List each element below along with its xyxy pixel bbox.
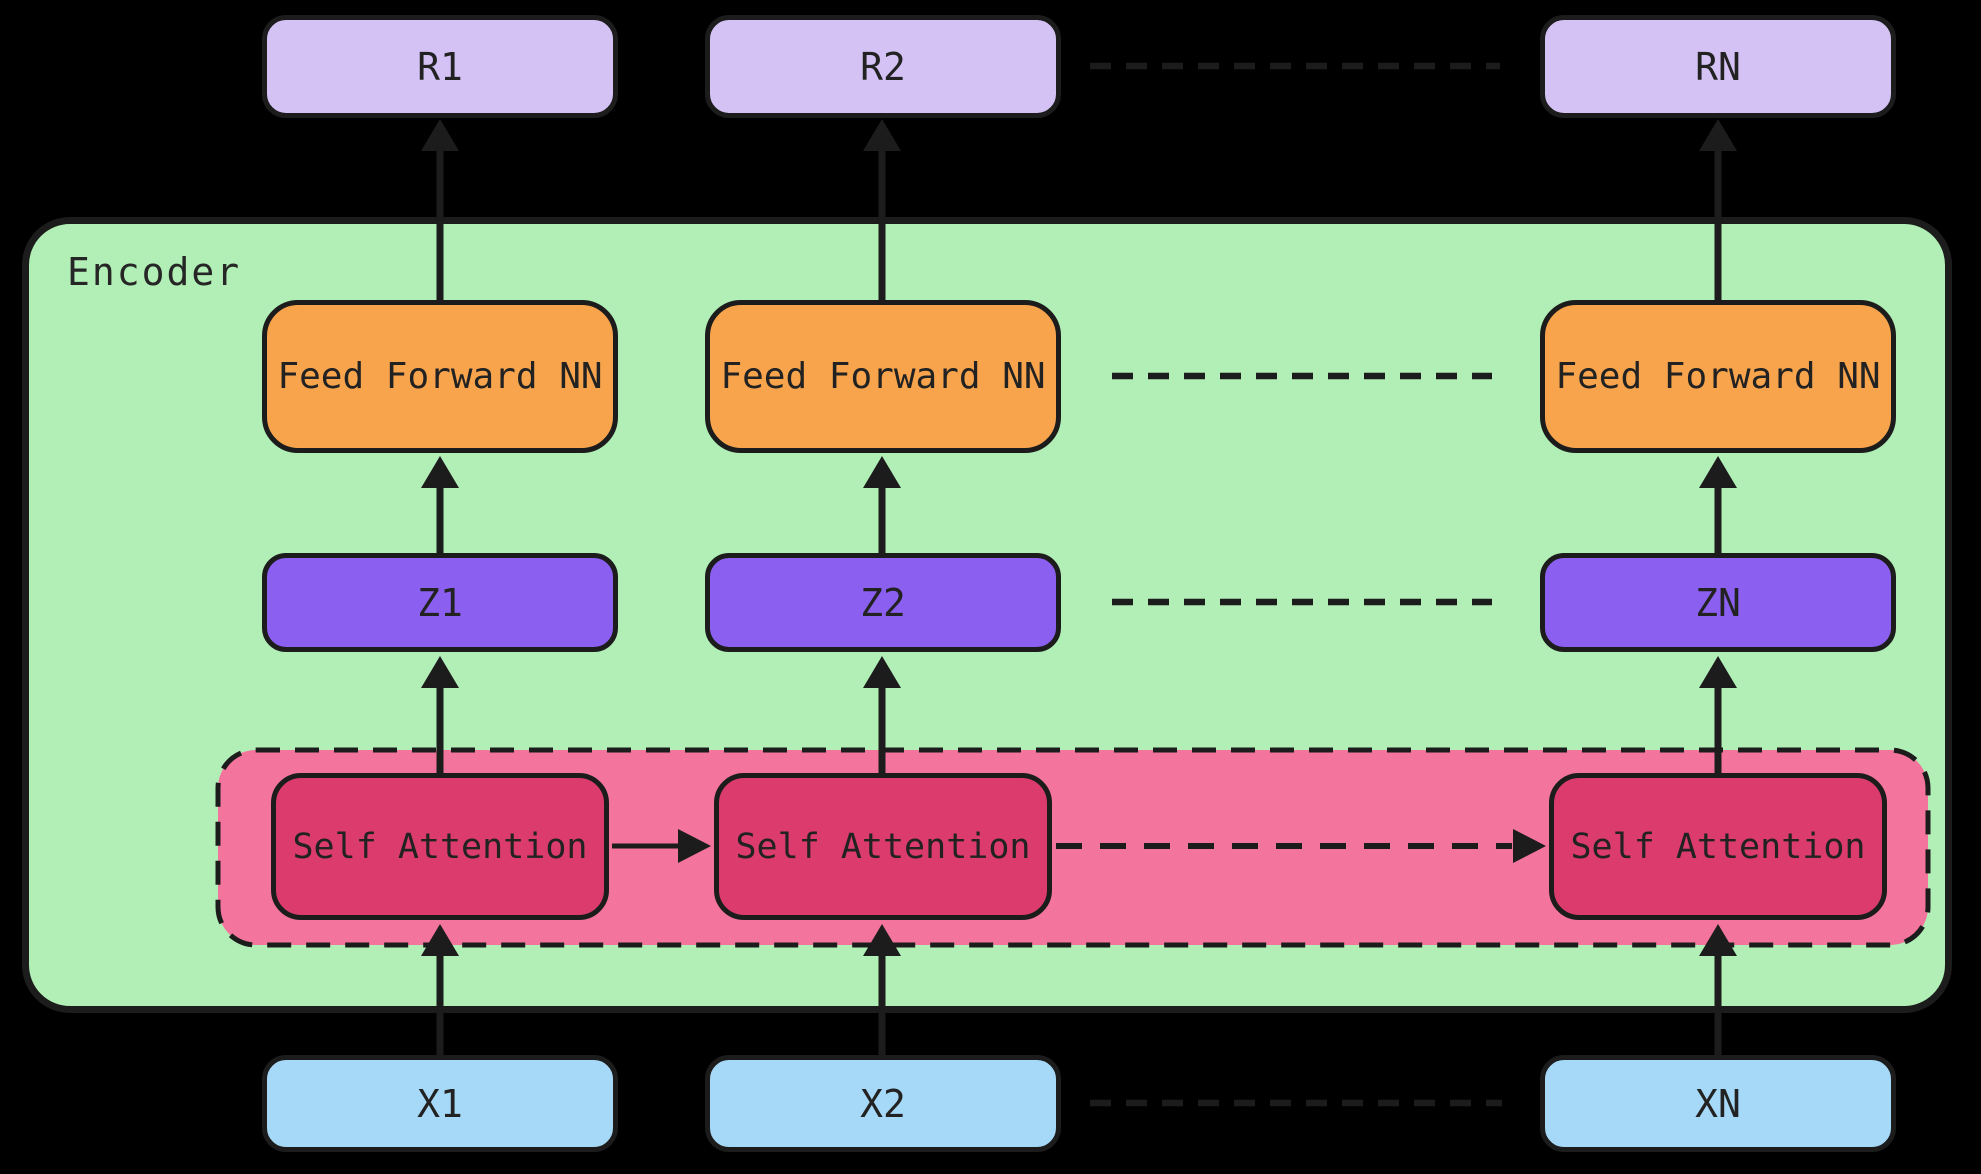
arrowhead-zn-to-ffn <box>1699 456 1737 488</box>
input-box-xn: XN <box>1540 1055 1896 1152</box>
self-attention-box-2: Self Attention <box>714 773 1052 920</box>
r1-label: R1 <box>417 44 463 89</box>
arrowhead-san-to-zn <box>1699 656 1737 688</box>
rn-label: RN <box>1695 44 1741 89</box>
xn-label: XN <box>1695 1081 1741 1126</box>
arrowhead-sa1-to-z1 <box>421 656 459 688</box>
input-box-x2: X2 <box>705 1055 1061 1152</box>
feed-forward-box-2: Feed Forward NN <box>705 300 1061 453</box>
arrowhead-sa2-to-z2 <box>863 656 901 688</box>
output-box-r1: R1 <box>262 15 618 118</box>
self-attention-n-label: Self Attention <box>1570 826 1866 867</box>
arrowhead-ff2-to-r2 <box>863 119 901 151</box>
arrowhead-z1-to-ff1 <box>421 456 459 488</box>
self-attention-box-1: Self Attention <box>271 773 609 920</box>
z-box-zn: ZN <box>1540 553 1896 652</box>
output-box-r2: R2 <box>705 15 1061 118</box>
encoder-label: Encoder <box>67 250 242 294</box>
arrowhead-ffn-to-rn <box>1699 119 1737 151</box>
z-box-z1: Z1 <box>262 553 618 652</box>
input-box-x1: X1 <box>262 1055 618 1152</box>
feed-forward-1-label: Feed Forward NN <box>277 356 603 397</box>
z-box-z2: Z2 <box>705 553 1061 652</box>
r2-label: R2 <box>860 44 906 89</box>
feed-forward-n-label: Feed Forward NN <box>1555 356 1881 397</box>
x1-label: X1 <box>417 1081 463 1126</box>
x2-label: X2 <box>860 1081 906 1126</box>
z1-label: Z1 <box>417 580 463 625</box>
arrowhead-z2-to-ff2 <box>863 456 901 488</box>
feed-forward-2-label: Feed Forward NN <box>720 356 1046 397</box>
feed-forward-box-n: Feed Forward NN <box>1540 300 1896 453</box>
output-box-rn: RN <box>1540 15 1896 118</box>
self-attention-box-n: Self Attention <box>1549 773 1887 920</box>
arrowhead-x2-to-sa2 <box>863 924 901 956</box>
arrowhead-sa2-to-san <box>1513 829 1546 863</box>
feed-forward-box-1: Feed Forward NN <box>262 300 618 453</box>
arrowhead-ff1-to-r1 <box>421 119 459 151</box>
self-attention-2-label: Self Attention <box>735 826 1031 867</box>
arrowhead-x1-to-sa1 <box>421 924 459 956</box>
z2-label: Z2 <box>860 580 906 625</box>
arrowhead-sa1-to-sa2 <box>678 829 711 863</box>
self-attention-1-label: Self Attention <box>292 826 588 867</box>
zn-label: ZN <box>1695 580 1741 625</box>
arrowhead-xn-to-san <box>1699 924 1737 956</box>
